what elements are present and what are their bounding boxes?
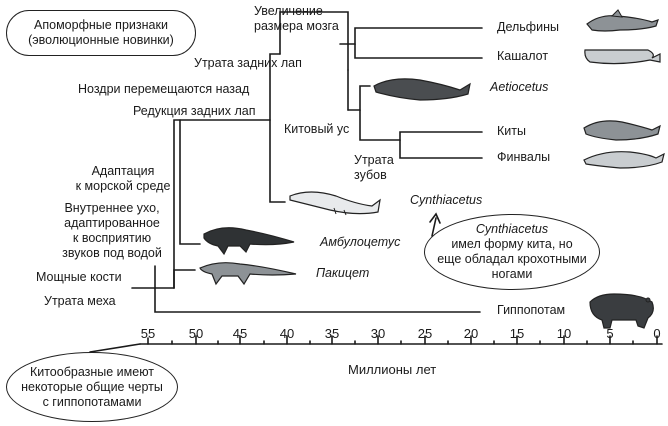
callout-line: Китообразные имеют (29, 364, 155, 379)
trait-ear: Внутреннее ухо, адаптированное к восприя… (58, 201, 166, 261)
trait-bones: Мощные кости (36, 270, 122, 284)
axis-tick-label: 45 (232, 326, 248, 341)
trait-line: к восприятию (72, 231, 152, 245)
axis-tick-label: 5 (606, 326, 614, 341)
axis-tick-label: 30 (370, 326, 386, 341)
callout-line: Апоморфные признаки (34, 18, 168, 32)
mysticeti-branch (347, 85, 371, 111)
trait-brain: Увеличение размера мозга (254, 4, 339, 34)
crown-branch (279, 11, 349, 71)
trait-line: адаптированное (64, 216, 160, 230)
trait-fur-loss: Утрата меха (44, 294, 116, 308)
trait-marine: Адаптация к морской среде (68, 164, 178, 194)
callout-arrow (431, 217, 437, 237)
pakicetus-icon (199, 262, 297, 286)
trait-teeth-loss: Утрата зубов (354, 153, 394, 183)
trait-line: зубов (354, 168, 387, 182)
trait-baleen: Китовый ус (284, 122, 350, 136)
root-branch (131, 287, 481, 313)
trait-line: Утрата (354, 153, 394, 167)
trait-line: к морской среде (75, 179, 171, 193)
trait-hind-reduction: Редукция задних лап (133, 104, 256, 118)
callout-line: (эволюционные новинки) (28, 33, 174, 47)
axis-tick-label: 50 (188, 326, 204, 341)
callout-line: некоторые общие черты (21, 379, 163, 394)
callout-line: еще обладал крохотными (437, 252, 587, 266)
taxon-sperm-whale: Кашалот (497, 49, 549, 63)
cynthiacetus-branch (269, 119, 286, 203)
apomorphies-callout: Апоморфные признаки (эволюционные новинк… (6, 10, 196, 56)
hippo-note-pointer (89, 343, 141, 353)
trait-line: Внутреннее ухо, (64, 201, 160, 215)
hippo-note-callout: Китообразные имеют некоторые общие черты… (6, 352, 178, 422)
odontoceti-branch (347, 27, 483, 45)
hippo-icon (589, 293, 654, 329)
cynthiacetus-callout: Cynthiacetus имел форму кита, но еще обл… (424, 214, 600, 290)
trait-line: Увеличение (254, 4, 323, 18)
callout-title: Cynthiacetus (475, 222, 549, 236)
axis-tick-label: 55 (140, 326, 156, 341)
trait-nostrils: Ноздри перемещаются назад (78, 82, 250, 96)
taxon-dolphins: Дельфины (497, 20, 559, 34)
callout-line: имел форму кита, но (451, 237, 573, 251)
trait-line: размера мозга (254, 19, 339, 33)
ambulocetus-branch (179, 119, 201, 245)
taxon-aetiocetus: Aetiocetus (490, 80, 549, 94)
axis-tick-label: 25 (417, 326, 433, 341)
taxon-whales: Киты (497, 124, 526, 138)
aetiocetus-icon (373, 78, 471, 101)
taxon-hippo: Гиппопотам (497, 303, 566, 317)
taxon-cynthiacetus: Cynthiacetus (410, 193, 483, 207)
axis-tick-label: 20 (463, 326, 479, 341)
dolphin-icon (586, 9, 659, 32)
ambulocetus-icon (203, 227, 295, 256)
callout-line: ногами (491, 267, 533, 281)
pakicetus-branch (173, 269, 196, 289)
trait-line: звуков под водой (62, 246, 162, 260)
taxon-fin-whales: Финвалы (497, 150, 551, 164)
whale-icon (583, 120, 661, 141)
trait-hind-loss: Утрата задних лап (194, 56, 302, 70)
sperm-whale-icon (584, 49, 661, 65)
fin-whale-icon (583, 151, 665, 169)
taxon-ambulocetus: Амбулоцетус (320, 235, 401, 249)
taxon-pakicetus: Пакицет (316, 266, 370, 280)
cynthiacetus-icon (289, 191, 381, 216)
axis-title: Миллионы лет (348, 362, 437, 377)
axis-tick-label: 35 (324, 326, 340, 341)
axis-tick-label: 40 (279, 326, 295, 341)
callout-line: с гиппопотамами (42, 394, 142, 409)
axis-tick-label: 0 (653, 326, 661, 341)
axis-tick-label: 10 (556, 326, 572, 341)
axis-tick-label: 15 (509, 326, 525, 341)
trait-line: Адаптация (91, 164, 155, 178)
